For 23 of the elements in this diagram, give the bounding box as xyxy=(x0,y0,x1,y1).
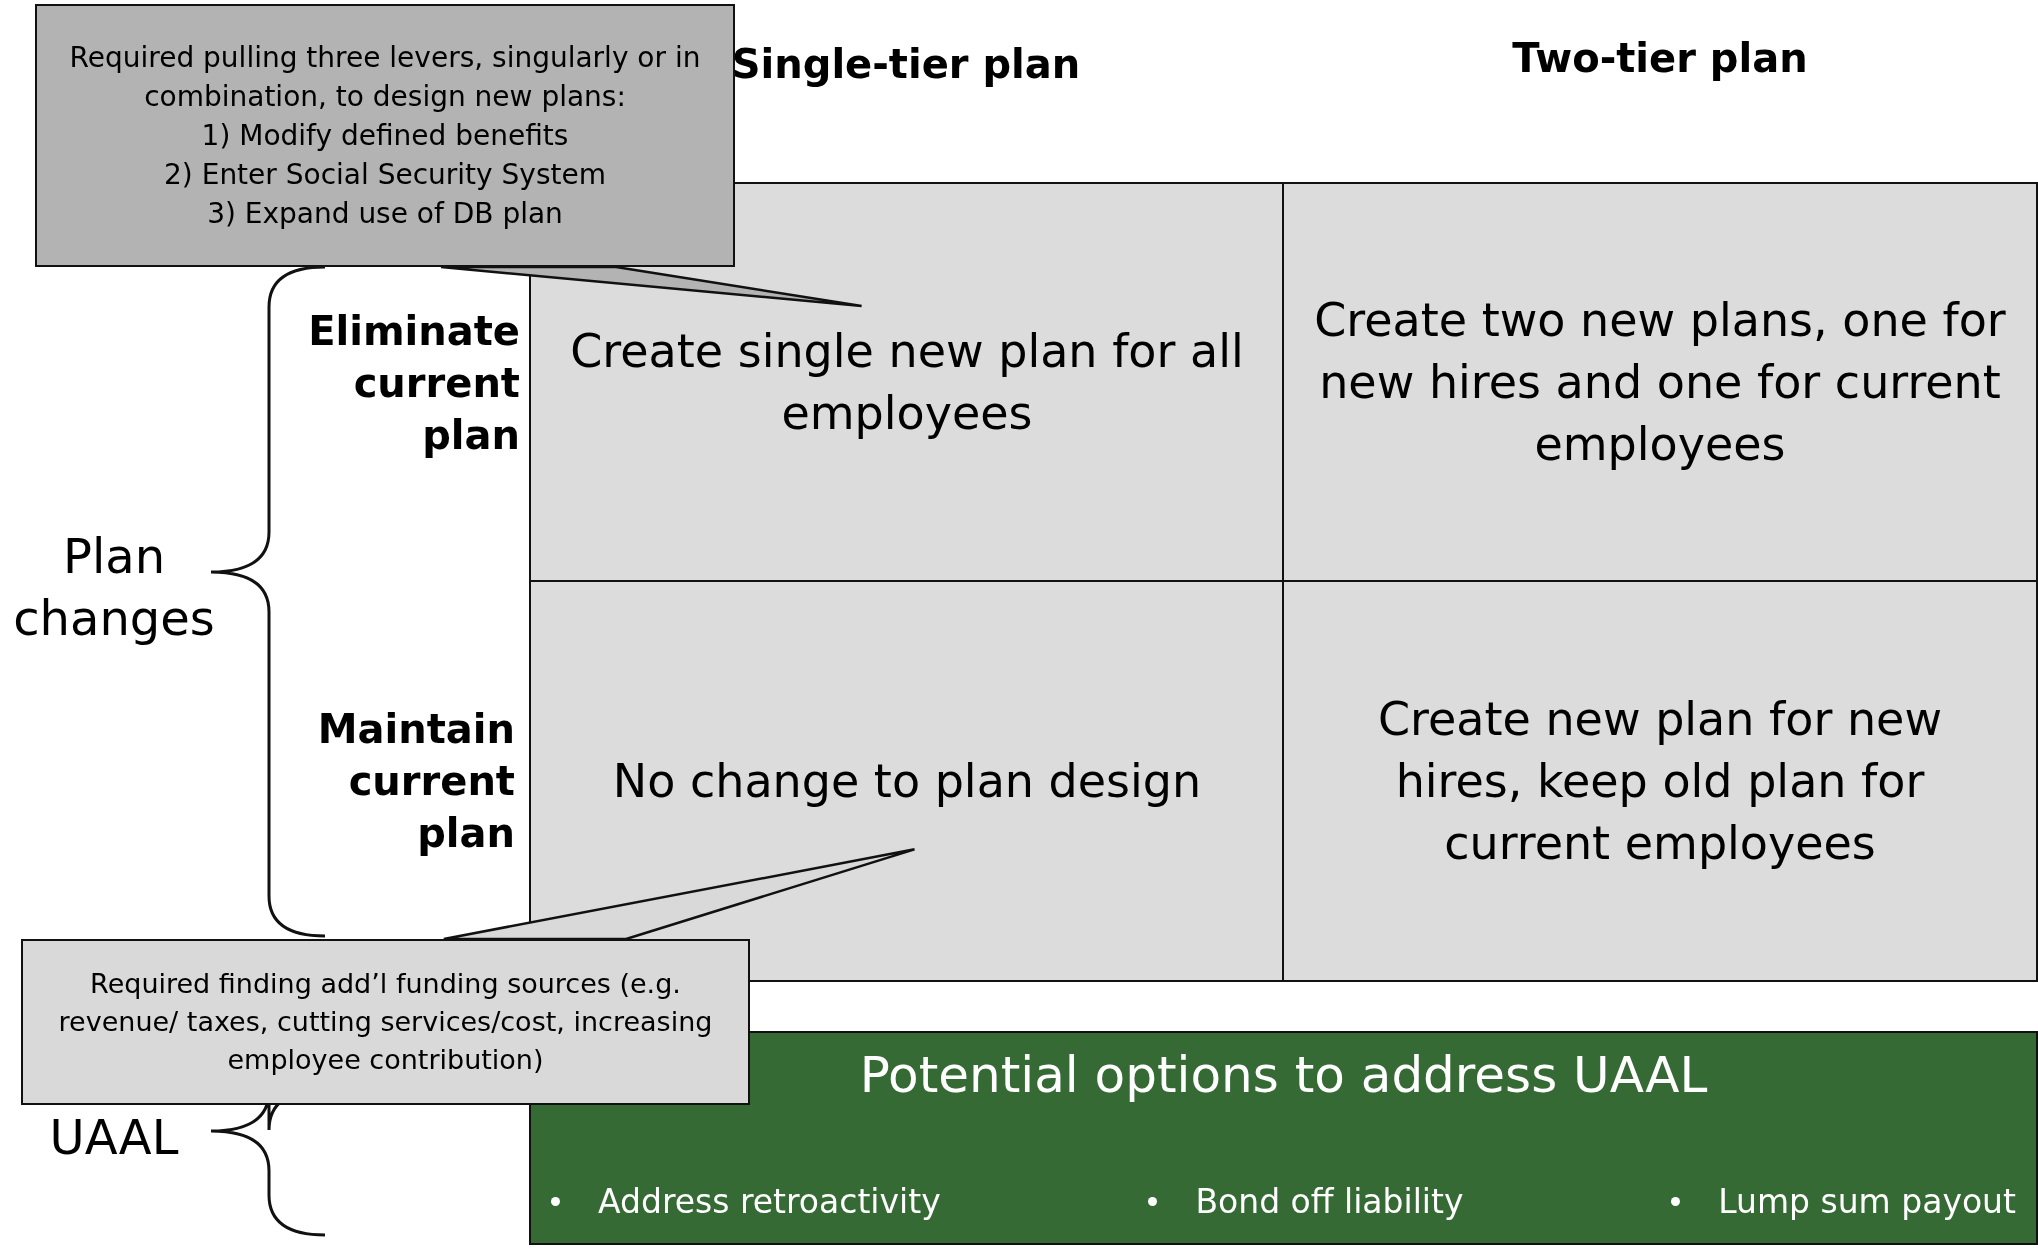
callout-text: 1) Modify defined benefits xyxy=(201,117,569,154)
bullet-text: Address retroactivity xyxy=(598,1182,941,1221)
panel-title: Potential options to address UAAL xyxy=(859,1045,1708,1105)
cell-text: Create two new plans, one for new hires and one for current employees xyxy=(1313,291,2007,474)
column-header: Two-tier plan xyxy=(1511,34,1809,83)
brace-label: Plan changes xyxy=(12,527,216,649)
bullet-text: Lump sum payout xyxy=(1718,1182,2016,1221)
matrix-cell xyxy=(1282,182,2038,582)
callout-pointer xyxy=(439,265,863,308)
callout-text: Required finding add’l funding sources (e.g. revenue/ taxes, cutting services/cost, increasing employee contribution) xyxy=(57,967,714,1077)
column-header: Single-tier plan xyxy=(730,40,1082,89)
bullet-text: Bond off liability xyxy=(1195,1182,1464,1221)
row-header: Maintain current plan xyxy=(316,705,515,858)
cell-text: Create new plan for new hires, keep old plan for current employees xyxy=(1376,690,1944,873)
brace-label: UAAL xyxy=(48,1108,180,1167)
matrix-cell xyxy=(1282,580,2038,982)
callout-text: 3) Expand use of DB plan xyxy=(207,196,563,233)
callout-text: 2) Enter Social Security System xyxy=(164,157,606,194)
callout-pointer xyxy=(442,848,916,941)
cell-text: No change to plan design xyxy=(612,752,1202,810)
cell-text: Create single new plan for all employees xyxy=(569,322,1245,442)
callout-text: Required pulling three levers, singularly or in combination, to design new plans: xyxy=(68,39,702,115)
row-header: Eliminate current plan xyxy=(307,307,520,460)
